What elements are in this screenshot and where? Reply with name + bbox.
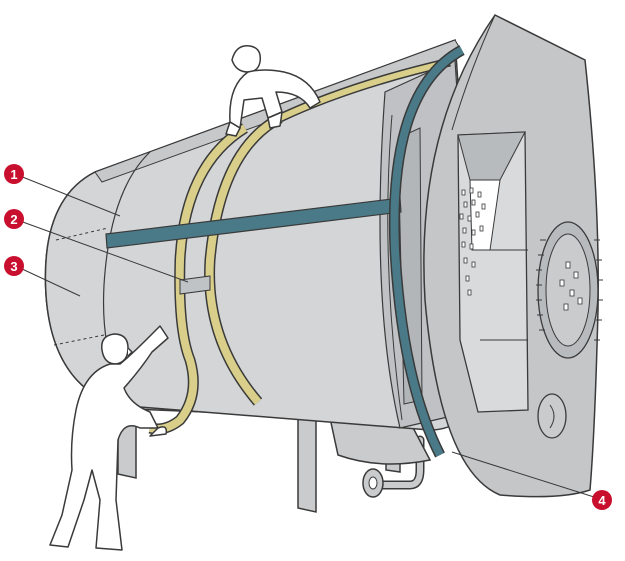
- lower-port: [538, 394, 566, 438]
- callout-1: 1: [4, 164, 24, 184]
- callout-4: 4: [592, 490, 612, 510]
- callout-3: 3: [4, 256, 24, 276]
- callout-1-label: 1: [10, 167, 17, 182]
- support-leg-middle: [298, 413, 316, 512]
- callout-4-label: 4: [598, 493, 606, 508]
- callout-2: 2: [4, 209, 24, 229]
- burner-window: [458, 132, 528, 412]
- callout-2-label: 2: [10, 212, 17, 227]
- callout-3-label: 3: [10, 259, 17, 274]
